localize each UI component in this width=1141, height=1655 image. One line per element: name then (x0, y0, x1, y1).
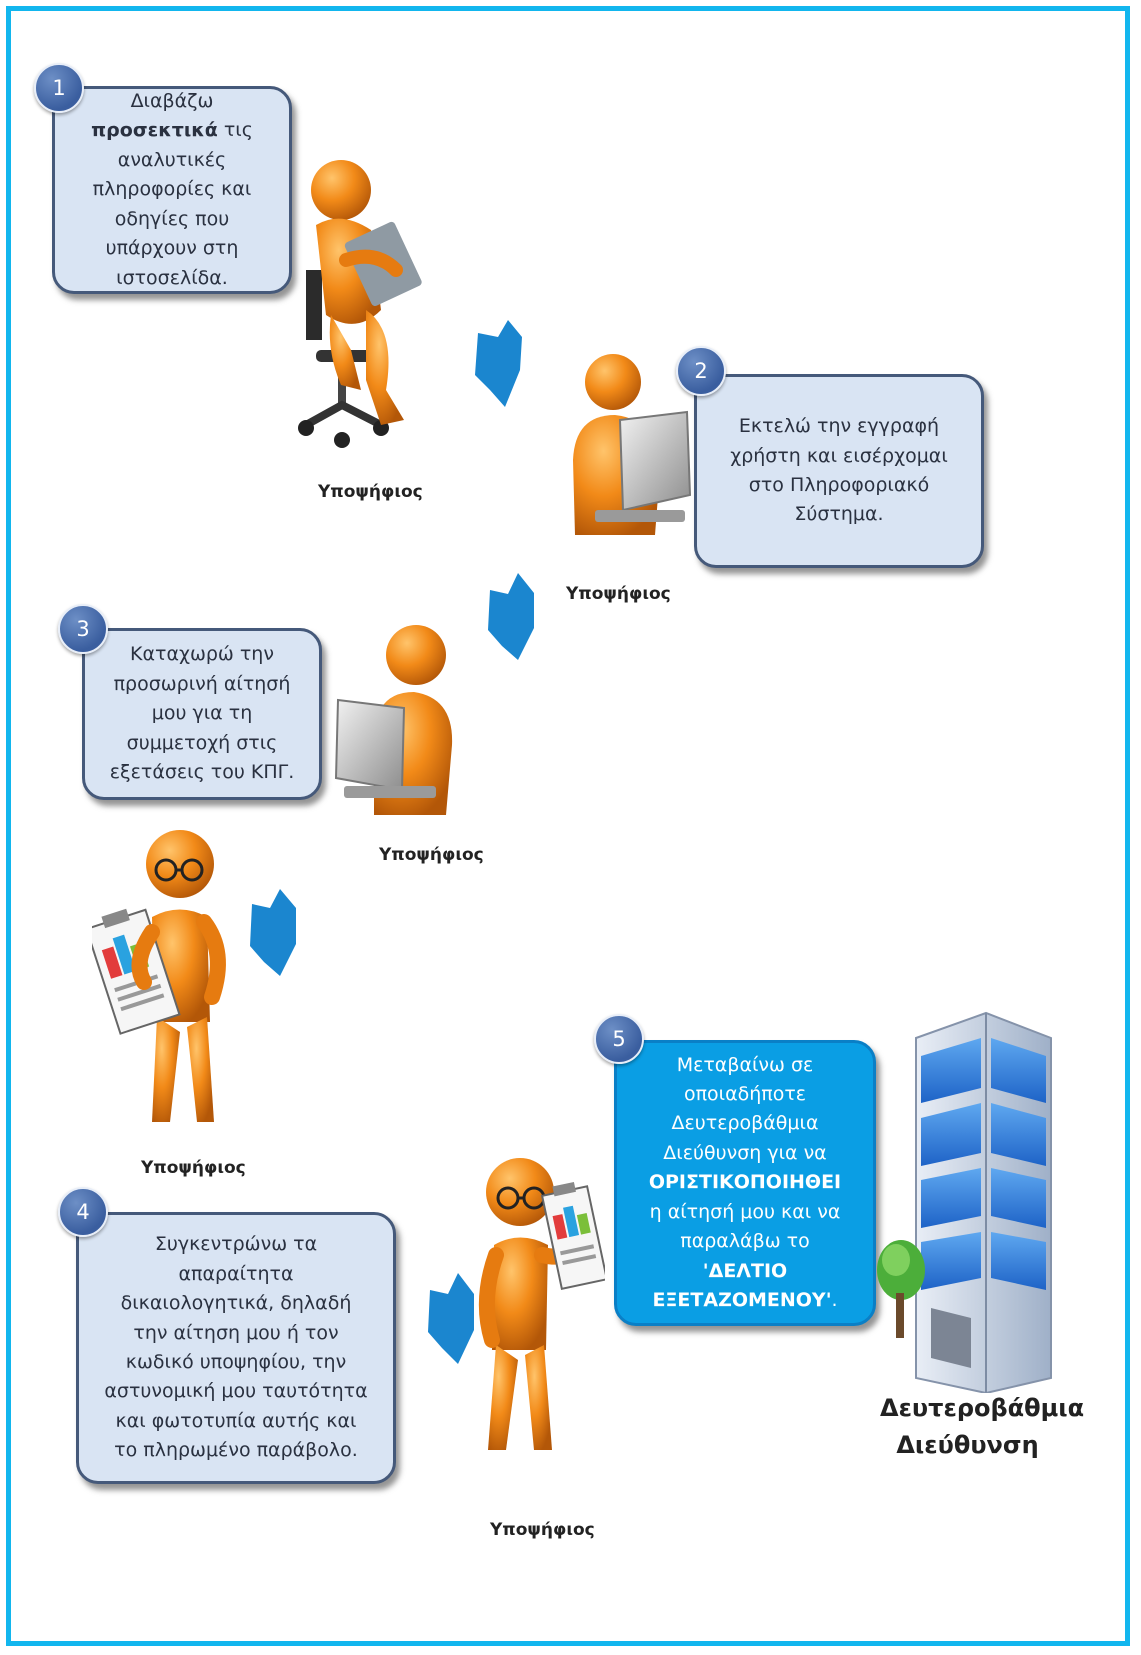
person-reading-icon (298, 160, 422, 448)
step-3-box: Καταχωρώ την προσωρινή αίτησή μου για τη… (82, 628, 322, 800)
candidate-label-3: Υποψήφιος (379, 845, 484, 865)
candidate-label-5: Υποψήφιος (490, 1520, 595, 1540)
step-2-number: 2 (676, 346, 726, 396)
person-clipboard-icon (92, 830, 226, 1122)
step-5-box: Μεταβαίνω σε οποιαδήποτε Δευτεροβάθμια Δ… (614, 1040, 876, 1326)
step-1-text: Διαβάζω προσεκτικά τις αναλυτικές πληροφ… (91, 89, 253, 289)
building-label: Δευτεροβάθμια Διεύθυνση (880, 1390, 1085, 1464)
step-5-text: Μεταβαίνω σε οποιαδήποτε Δευτεροβάθμια Δ… (648, 1053, 842, 1312)
building-icon (877, 1011, 1052, 1393)
step-5-number: 5 (594, 1014, 644, 1064)
person-laptop-icon (334, 625, 453, 815)
step-3-text: Καταχωρώ την προσωρινή αίτησή μου για τη… (109, 643, 295, 784)
step-4-box: Συγκεντρώνω τα απαραίτητα δικαιολογητικά… (76, 1212, 396, 1484)
step-2-text: Εκτελώ την εγγραφή χρήστη και εισέρχομαι… (730, 415, 948, 526)
arrow-icon (475, 320, 522, 407)
arrow-icon (488, 573, 534, 660)
building-label-line2: Διεύθυνση (896, 1431, 1039, 1460)
step-1-number: 1 (34, 63, 84, 113)
person-laptop-icon (573, 354, 692, 535)
candidate-label-2: Υποψήφιος (566, 584, 671, 604)
step-2-box: Εκτελώ την εγγραφή χρήστη και εισέρχομαι… (694, 374, 984, 568)
candidate-label-1: Υποψήφιος (318, 482, 423, 502)
diagram-frame (6, 6, 1130, 1646)
candidate-label-4: Υποψήφιος (141, 1158, 246, 1178)
arrow-icon (250, 889, 296, 976)
step-4-number: 4 (58, 1187, 108, 1237)
step-4-text: Συγκεντρώνω τα απαραίτητα δικαιολογητικά… (104, 1233, 368, 1462)
person-clipboard-icon (478, 1158, 605, 1450)
arrow-icon (428, 1273, 474, 1364)
step-1-box: Διαβάζω προσεκτικά τις αναλυτικές πληροφ… (52, 86, 292, 294)
step-3-number: 3 (58, 604, 108, 654)
building-label-line1: Δευτεροβάθμια (880, 1394, 1085, 1422)
